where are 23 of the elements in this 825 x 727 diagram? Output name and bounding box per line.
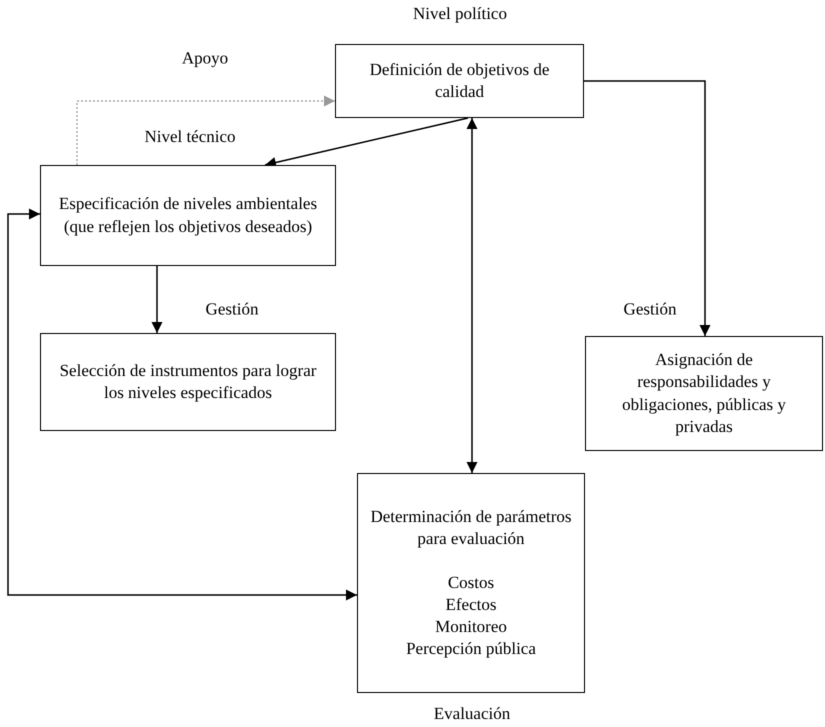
arrow xyxy=(7,208,357,600)
arrow xyxy=(264,117,468,168)
arrow xyxy=(466,118,478,473)
box-text: Asignación de responsabilidades y obligaciones, públicas y privadas xyxy=(621,349,787,438)
level-label: Nivel técnico xyxy=(143,126,237,148)
box-text: Definición de objetivos de calidad xyxy=(368,58,550,103)
box-text: Efectos xyxy=(446,594,496,616)
box-text: Costos xyxy=(448,572,494,594)
process-box xyxy=(335,44,584,118)
process-box xyxy=(585,336,823,451)
box-text: Percepción pública xyxy=(406,638,536,660)
process-box xyxy=(357,473,585,693)
arrow xyxy=(584,80,710,336)
process-box xyxy=(40,165,336,266)
arrow xyxy=(152,266,162,333)
level-label: Evaluación xyxy=(432,703,512,724)
level-label: Nivel político xyxy=(412,3,508,24)
box-text: Especificación de niveles ambientales (que reflejen los objetivos deseados) xyxy=(58,193,318,238)
box-text: Selección de instrumentos para lograr los niveles especificados xyxy=(58,360,318,404)
process-box xyxy=(40,333,336,431)
arrow xyxy=(76,96,335,165)
box-text: Determinación de parámetros para evaluación xyxy=(369,506,573,550)
box-text: Monitoreo xyxy=(435,616,507,638)
